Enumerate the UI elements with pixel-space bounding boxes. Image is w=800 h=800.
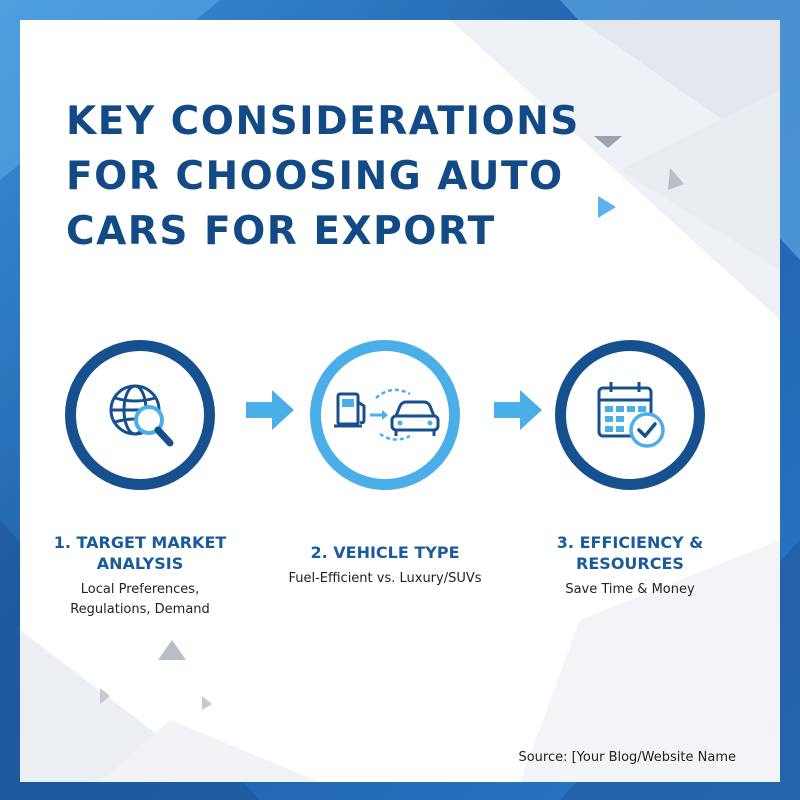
step-2-title: 2. VEHICLE TYPE xyxy=(310,543,460,562)
step-3-title: 3. EFFICIENCY & RESOURCES xyxy=(556,533,704,573)
arrow-right-icon xyxy=(494,390,542,430)
page-title: KEY CONSIDERATIONS FOR CHOOSING AUTO CAR… xyxy=(66,99,580,254)
step-2-circle xyxy=(310,340,460,490)
step-2-text: 2. VEHICLE TYPE Fuel-Efficient vs. Luxur… xyxy=(270,532,500,589)
step-1-text: 1. TARGET MARKET ANALYSIS Local Preferen… xyxy=(25,532,255,620)
arrow-right-icon xyxy=(246,390,294,430)
calendar-check-icon xyxy=(597,382,665,448)
step-3-text: 3. EFFICIENCY & RESOURCES Save Time & Mo… xyxy=(515,532,745,600)
step-1-circle xyxy=(65,340,215,490)
step-3-description: Save Time & Money xyxy=(565,582,695,597)
infographic-card: KEY CONSIDERATIONS FOR CHOOSING AUTO CAR… xyxy=(20,20,780,782)
step-3-circle xyxy=(555,340,705,490)
step-2-description: Fuel-Efficient vs. Luxury/SUVs xyxy=(288,571,482,586)
fuel-pump-to-car-icon xyxy=(334,388,440,441)
step-1-title: 1. TARGET MARKET ANALYSIS xyxy=(53,533,227,573)
globe-magnifier-icon xyxy=(109,384,174,447)
step-1-description: Local Preferences, Regulations, Demand xyxy=(70,582,210,617)
source-credit: Source: [Your Blog/Website Name xyxy=(518,750,736,765)
card-background-shapes xyxy=(20,20,780,782)
